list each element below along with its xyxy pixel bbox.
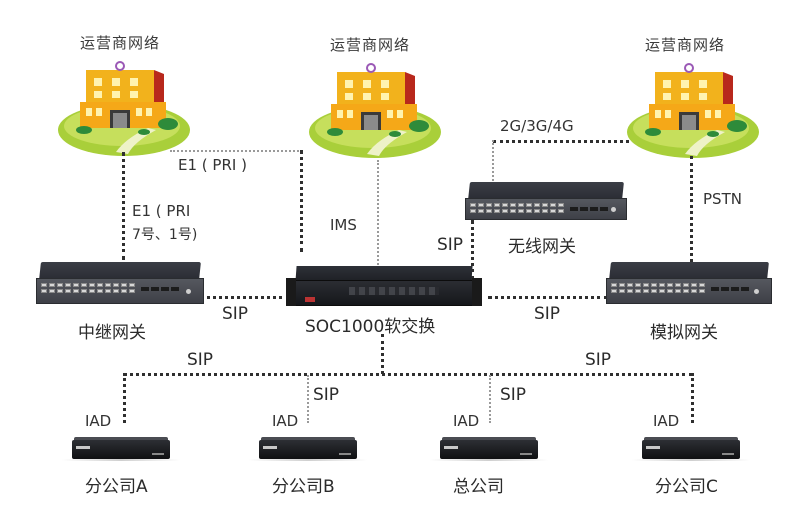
label-ims: IMS [330,216,357,234]
iad-device-branch-c [642,437,740,459]
link-sip-trunk-down [381,334,384,374]
trunk-gateway-label: 中继网关 [78,323,146,343]
link-e1-pri-vertical [300,150,303,252]
iad-label-headquarters: IAD [453,412,480,430]
softswitch-device [286,266,482,306]
carrier-building-icon-right [625,60,765,160]
iad-shadow [62,459,180,461]
office-label-branch-a: 分公司A [85,477,148,497]
iad-shadow [632,459,750,461]
label-sip-analog: SIP [534,304,561,324]
link-mobile-horizontal [493,140,629,143]
iad-device-branch-b [259,437,357,459]
link-sip-hq [489,375,491,423]
label-mobile: 2G/3G/4G [500,117,574,135]
link-sip-branch-b [307,375,309,423]
link-e1-left-to-trunk [122,152,125,260]
wireless-gateway-device [465,182,627,220]
carrier-network-label-left: 运营商网络 [80,34,161,52]
label-sip-trunk: SIP [222,304,249,324]
iad-device-branch-a [72,437,170,459]
label-sip-branch-b: SIP [313,385,340,405]
label-sip-hq: SIP [500,385,527,405]
iad-device-headquarters [440,437,538,459]
iad-label-branch-a: IAD [85,412,112,430]
link-e1-pri-horizontal [170,150,302,152]
iad-shadow [430,459,548,461]
office-label-headquarters: 总公司 [453,477,504,497]
office-label-branch-c: 分公司C [655,477,718,497]
link-sip-trunk [200,296,290,299]
iad-label-branch-b: IAD [272,412,299,430]
link-pstn [690,156,693,262]
link-mobile-vertical [492,140,494,184]
trunk-gateway-device [36,262,204,304]
link-sip-bus [123,373,693,376]
link-sip-wireless [471,220,474,280]
link-ims [377,160,379,268]
link-sip-branch-a [123,373,126,423]
wireless-gateway-label: 无线网关 [508,237,576,257]
carrier-network-label-center: 运营商网络 [330,36,411,54]
label-pstn: PSTN [703,190,742,208]
label-e1-pri-line1: E1 ( PRI [132,202,191,220]
link-sip-analog [488,296,608,299]
link-sip-branch-c [691,373,694,423]
label-e1-pri: E1 ( PRI ) [178,156,247,174]
office-label-branch-b: 分公司B [272,477,335,497]
iad-label-branch-c: IAD [653,412,680,430]
label-sip-wireless: SIP [437,235,464,255]
label-sip-branch-left: SIP [187,350,214,370]
analog-gateway-device [606,262,772,304]
iad-shadow [249,459,367,461]
carrier-building-icon-center [307,60,447,160]
label-e1-pri-line2: 7号、1号) [132,227,198,243]
carrier-network-label-right: 运营商网络 [645,36,726,54]
softswitch-label: SOC1000软交换 [305,317,436,337]
analog-gateway-label: 模拟网关 [650,323,718,343]
carrier-building-icon-left [56,58,196,158]
label-sip-branch-right: SIP [585,350,612,370]
